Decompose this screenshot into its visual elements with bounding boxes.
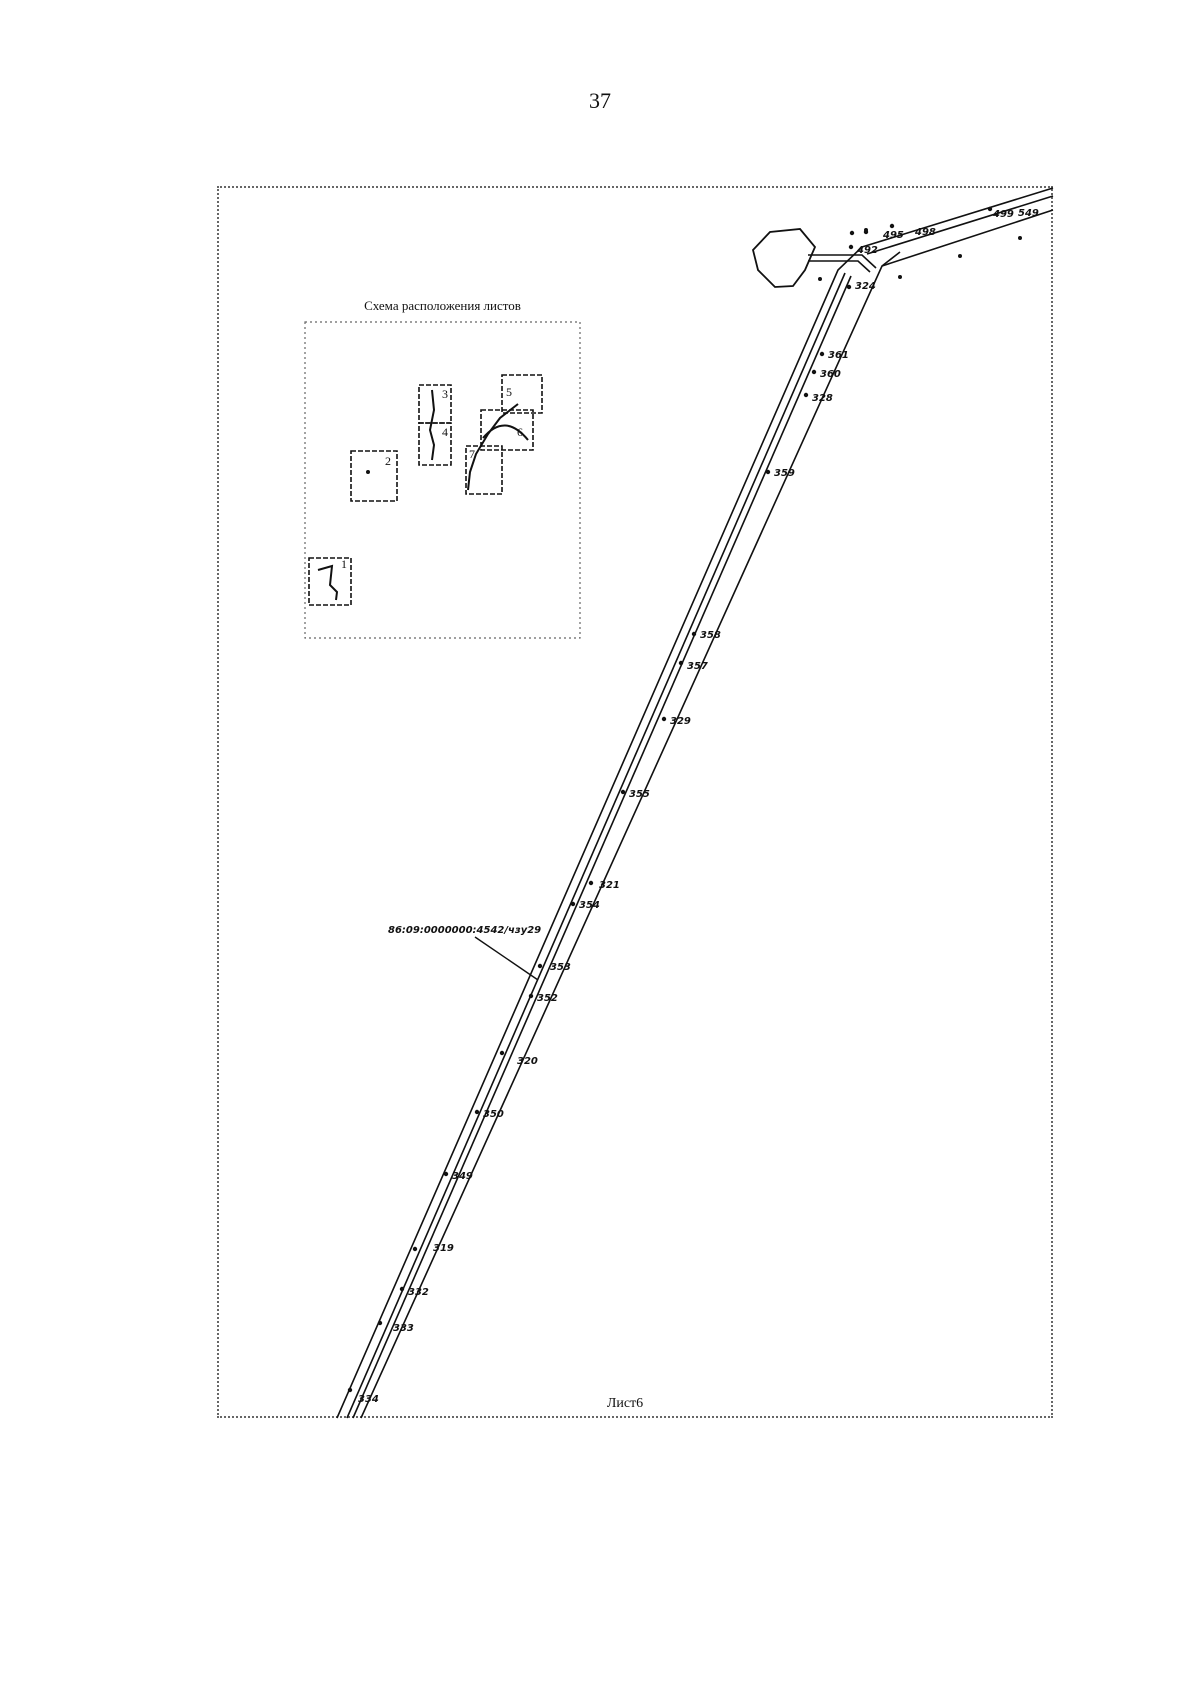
point-label: 329 [670, 716, 691, 727]
page-number: 37 [589, 88, 611, 113]
cadastral-leader-line [474, 936, 539, 981]
sheet-label: Лист6 [606, 1396, 644, 1411]
corridor-edge-inner-left [346, 272, 846, 1419]
point-label: 352 [537, 993, 558, 1004]
point-label: 358 [700, 630, 721, 641]
point-label: 354 [579, 900, 600, 911]
sheet-frame [217, 186, 1053, 1418]
inset-sheet-7 [465, 445, 503, 495]
inset-sheet-5 [501, 374, 543, 414]
point-label: 328 [812, 393, 833, 404]
point-label: 499 [992, 209, 1014, 220]
point-label: 332 [408, 1287, 429, 1298]
inset-arc [482, 424, 529, 441]
inset-route-sheet-3-4 [428, 389, 436, 461]
inset-route-sheet-1 [317, 564, 339, 601]
pipeline-corridor [336, 187, 1054, 1419]
inset-title: Схема расположения листов [364, 298, 521, 313]
branch-line-2 [866, 195, 1054, 255]
point-label: 357 [687, 661, 708, 672]
inset-sheet-number: 4 [442, 425, 448, 439]
inset-sheet-number: 1 [341, 557, 347, 571]
inset-sheet-2 [350, 450, 398, 502]
inset-route-sheet-5-7 [467, 403, 519, 491]
spur-line-2 [808, 260, 871, 273]
branch-line-1 [861, 187, 1054, 248]
point-labels: 495 498 499 549 492 324 361 360 328 359 … [358, 208, 1039, 1405]
point-label: 359 [774, 468, 795, 479]
inset-sheet-4 [418, 422, 452, 466]
inset-sheet-number: 2 [385, 454, 391, 468]
branch-line-3 [881, 209, 1054, 267]
point-label: 349 [452, 1171, 473, 1182]
inset-sheet-number: 6 [517, 425, 523, 439]
point-label: 492 [856, 245, 878, 256]
point-label: 498 [914, 227, 936, 238]
point-label: 319 [433, 1243, 454, 1254]
corridor-edge-outer-left [336, 246, 863, 1419]
cadastral-label: 86:09:0000000:4542/чзу29 [388, 925, 541, 936]
point-label: 353 [550, 962, 571, 973]
point-label: 320 [517, 1056, 538, 1067]
inset-sheet-1 [308, 557, 352, 606]
site-pad-polygon [752, 228, 817, 288]
point-label: 495 [882, 230, 904, 241]
point-label: 350 [483, 1109, 504, 1120]
point-label: 324 [855, 281, 876, 292]
spur-line-1 [808, 254, 877, 269]
inset-sheet-number: 5 [506, 385, 512, 399]
inset-frame [304, 321, 581, 639]
point-label: 361 [828, 350, 849, 361]
inset-sheet-number: 7 [469, 447, 475, 461]
point-label: 360 [820, 369, 841, 380]
point-label: 334 [358, 1394, 379, 1405]
inset-sheet-number: 3 [442, 387, 448, 401]
point-label: 333 [393, 1323, 414, 1334]
point-label: 549 [1018, 208, 1039, 219]
inset-sheet-6 [480, 409, 534, 451]
point-markers [347, 206, 993, 1393]
inset-site-dot [366, 470, 370, 474]
inset-sheet-scheme: 1 2 3 4 5 6 7 [304, 321, 581, 639]
point-label: 321 [599, 880, 620, 891]
point-label: 355 [629, 789, 650, 800]
corridor-edge-inner-right [352, 275, 852, 1419]
